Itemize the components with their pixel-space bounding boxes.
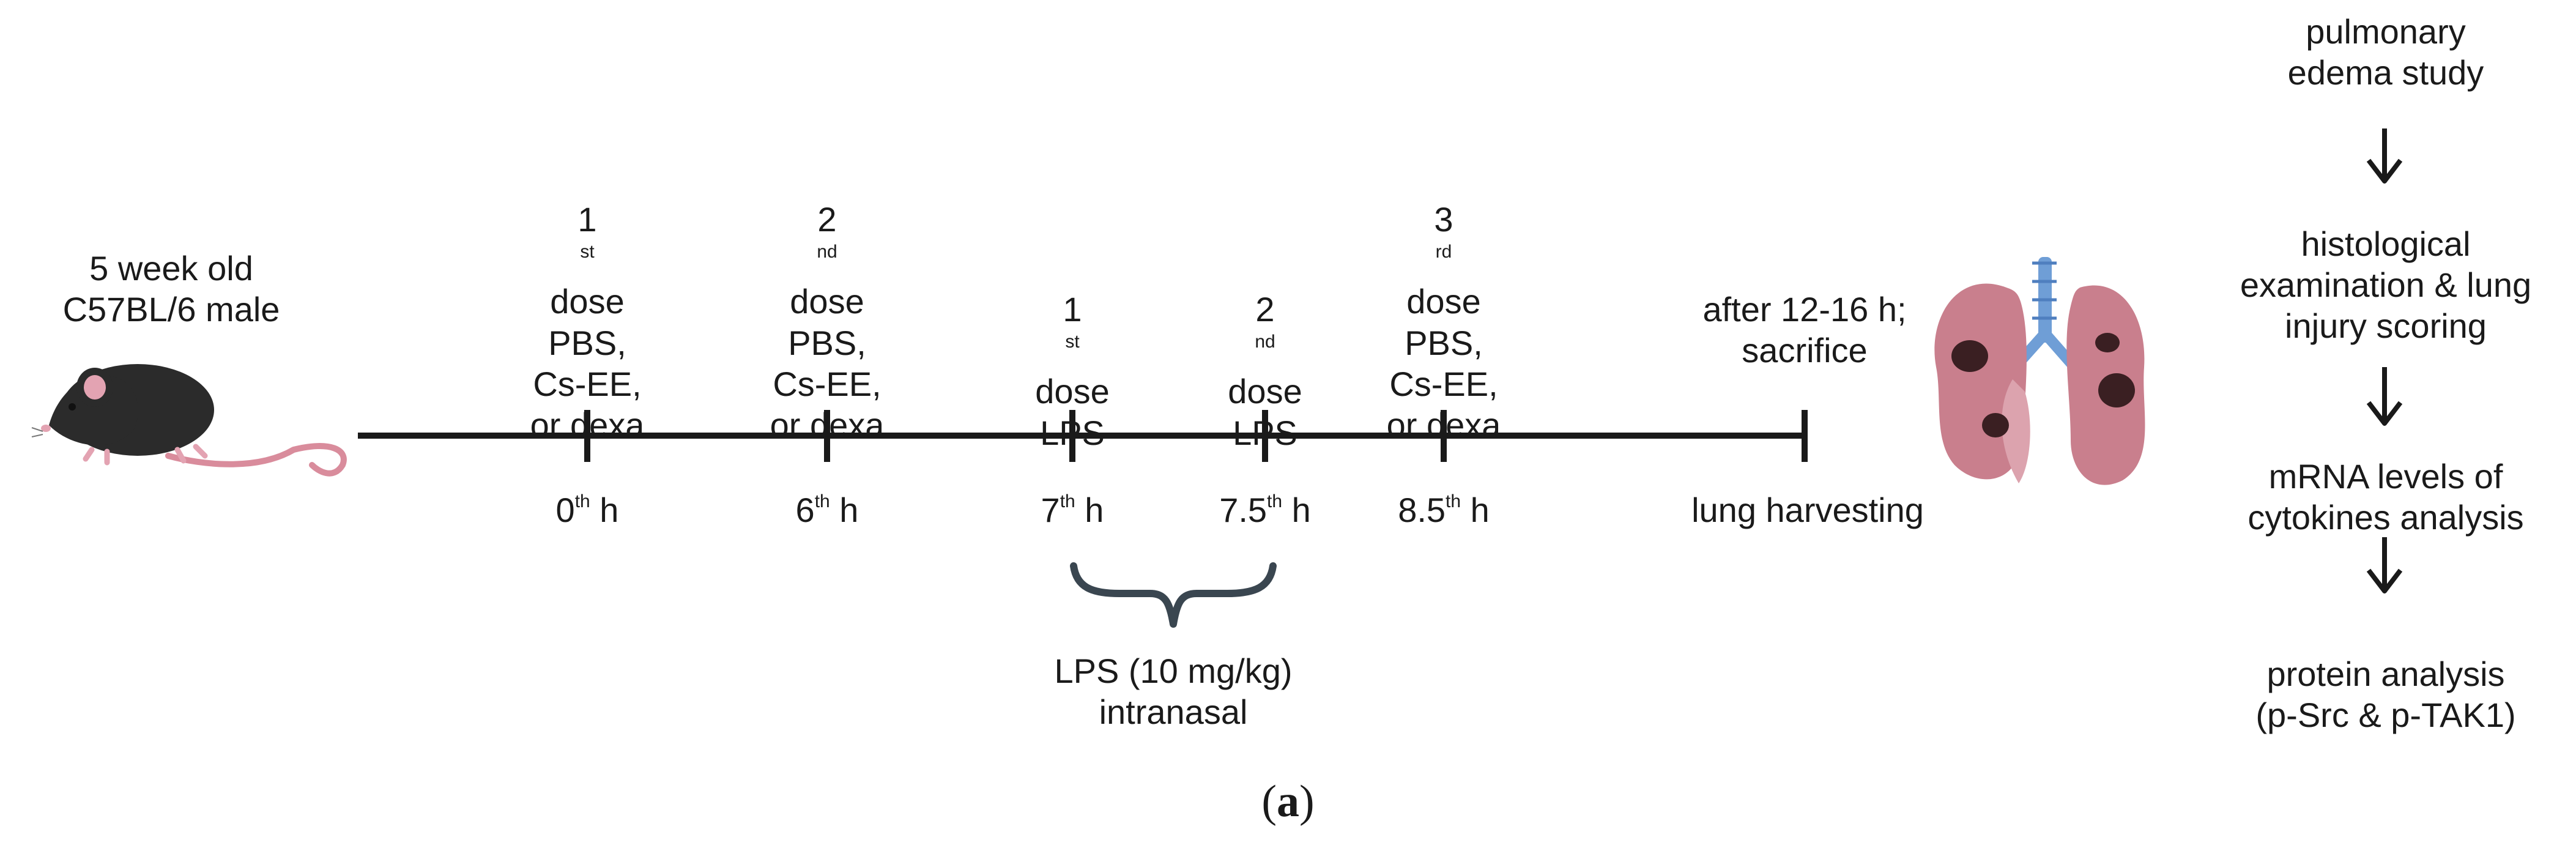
tick-label-7h: 7th h xyxy=(1041,491,1104,529)
lps-dose-label: LPS (10 mg/kg) intranasal xyxy=(1054,652,1293,732)
analysis-step-mrna: mRNA levels of cytokines analysis xyxy=(2248,457,2524,537)
lungs-icon xyxy=(1934,257,2145,485)
lung-harvesting-label: lung harvesting xyxy=(1691,491,1924,529)
down-arrow-icon xyxy=(2366,128,2403,184)
figure-caption: (a) xyxy=(1261,776,1315,827)
analysis-step-edema: pulmonary edema study xyxy=(2287,12,2484,92)
tick-label-6h: 6th h xyxy=(795,491,859,529)
tick-label-8-5h: 8.5th h xyxy=(1398,491,1490,529)
endpoint-label: after 12-16 h; sacrifice xyxy=(1702,290,1907,370)
curly-brace-icon xyxy=(1070,562,1277,628)
mouse-icon xyxy=(31,364,347,477)
subject-label: 5 week old C57BL/6 male xyxy=(62,249,280,329)
tick-label-0h: 0th h xyxy=(555,491,619,529)
down-arrow-icon xyxy=(2366,537,2403,593)
down-arrow-icon xyxy=(2366,367,2403,426)
tick-label-7-5h: 7.5th h xyxy=(1219,491,1311,529)
analysis-step-protein: protein analysis (p-Src & p-TAK1) xyxy=(2255,655,2516,735)
analysis-step-histology: histological examination & lung injury s… xyxy=(2240,225,2532,346)
